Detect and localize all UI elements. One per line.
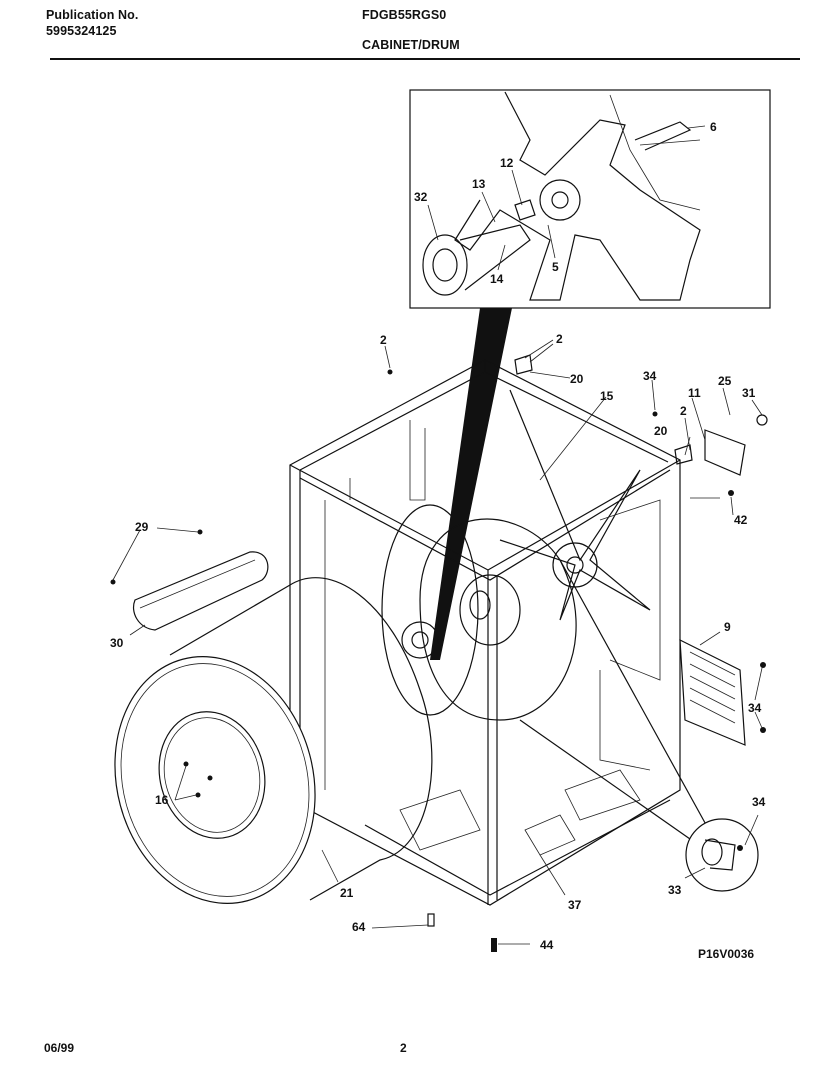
model-number: FDGB55RGS0 <box>362 8 447 22</box>
cabinet-frame <box>289 359 746 906</box>
diagram-code: P16V0036 <box>698 947 754 961</box>
publication-label: Publication No. <box>46 8 139 22</box>
callout-16: 16 <box>155 793 169 807</box>
publication-number: 5995324125 <box>46 24 117 38</box>
callout-34b: 34 <box>748 701 762 715</box>
callout-21: 21 <box>340 886 354 900</box>
idler-detail <box>685 818 759 892</box>
callout-6: 6 <box>710 120 717 134</box>
footer-date: 06/99 <box>44 1041 75 1055</box>
callout-20b: 20 <box>654 424 668 438</box>
callout-25: 25 <box>718 374 732 388</box>
callout-11: 11 <box>688 386 701 400</box>
callout-33: 33 <box>668 883 682 897</box>
header-rule <box>50 58 800 60</box>
callout-20a: 20 <box>570 372 584 386</box>
drum <box>114 577 433 904</box>
callout-34c: 34 <box>752 795 766 809</box>
callout-12: 12 <box>500 156 514 170</box>
callout-30: 30 <box>110 636 124 650</box>
section-title: CABINET/DRUM <box>362 38 460 52</box>
callout-29: 29 <box>135 520 149 534</box>
callout-42: 42 <box>734 513 748 527</box>
callout-14: 14 <box>490 272 504 286</box>
callout-34a: 34 <box>643 369 657 383</box>
callout-37: 37 <box>568 898 582 912</box>
callout-2c: 2 <box>680 404 687 418</box>
callout-64: 64 <box>352 920 366 934</box>
detail-pointer <box>430 308 512 660</box>
fasteners <box>387 354 768 952</box>
callout-5: 5 <box>552 260 559 274</box>
callout-13: 13 <box>472 177 486 191</box>
leader-lines <box>112 339 763 945</box>
callout-31: 31 <box>742 386 756 400</box>
callout-9: 9 <box>724 620 731 634</box>
callout-44: 44 <box>540 938 554 952</box>
drum-baffle <box>110 529 269 631</box>
callout-2b: 2 <box>556 332 563 346</box>
callout-15: 15 <box>600 389 614 403</box>
callout-labels: 2 2 2 5 6 9 11 12 13 14 15 16 20 20 21 2… <box>110 120 766 961</box>
inset-detail <box>409 89 771 309</box>
callout-32: 32 <box>414 190 428 204</box>
page-number: 2 <box>400 1041 407 1055</box>
callout-2a: 2 <box>380 333 387 347</box>
